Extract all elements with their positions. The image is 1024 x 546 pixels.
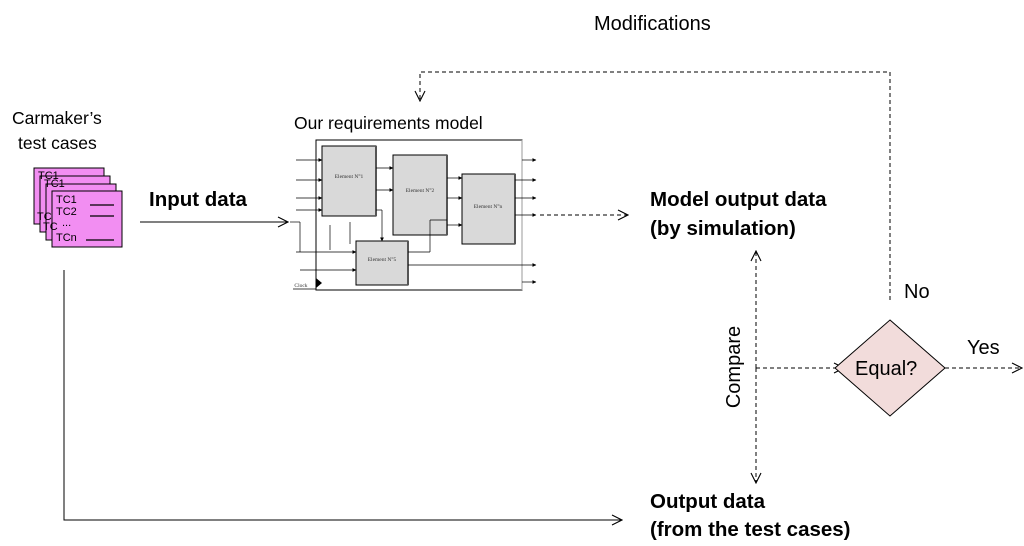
card-label: TC (43, 221, 58, 233)
decision-diamond (834, 319, 946, 417)
test-cases-to-output-arrow (63, 270, 622, 520)
clock-label: Clock (294, 283, 308, 289)
decision-label: Equal? (855, 358, 918, 380)
modifications-loop-arrow (420, 71, 891, 300)
card-line-ellipsis: ... (62, 217, 72, 229)
model-output-line1: Model output data (650, 188, 827, 211)
card-line-tc2: TC2 (56, 206, 77, 218)
requirements-model-diagram (290, 139, 537, 291)
card-label: TC (37, 211, 52, 223)
model-output-line2: (by simulation) (650, 217, 796, 240)
card-label: TC1 (44, 178, 65, 190)
card-line-tcn: TCn (56, 232, 77, 244)
block-element-2: Element N°2 (405, 188, 435, 194)
no-label: No (904, 281, 930, 303)
input-data-label: Input data (149, 188, 247, 211)
yes-label: Yes (967, 337, 1000, 359)
block-element-5: Element N°5 (367, 257, 397, 263)
output-data-line1: Output data (650, 490, 766, 513)
card-label: TC1 (38, 170, 59, 182)
output-data-line2: (from the test cases) (650, 518, 851, 541)
block-element-n: Element N°n (473, 204, 503, 210)
test-case-cards (33, 167, 123, 248)
compare-label: Compare (723, 325, 745, 409)
modifications-label: Modifications (594, 13, 711, 35)
block-element-1: Element N°1 (334, 174, 364, 180)
requirements-model-title: Our requirements model (294, 113, 483, 133)
carmaker-label-line2: test cases (18, 133, 97, 153)
carmaker-label-line1: Carmaker’s (12, 108, 102, 128)
card-line-tc1: TC1 (56, 194, 77, 206)
